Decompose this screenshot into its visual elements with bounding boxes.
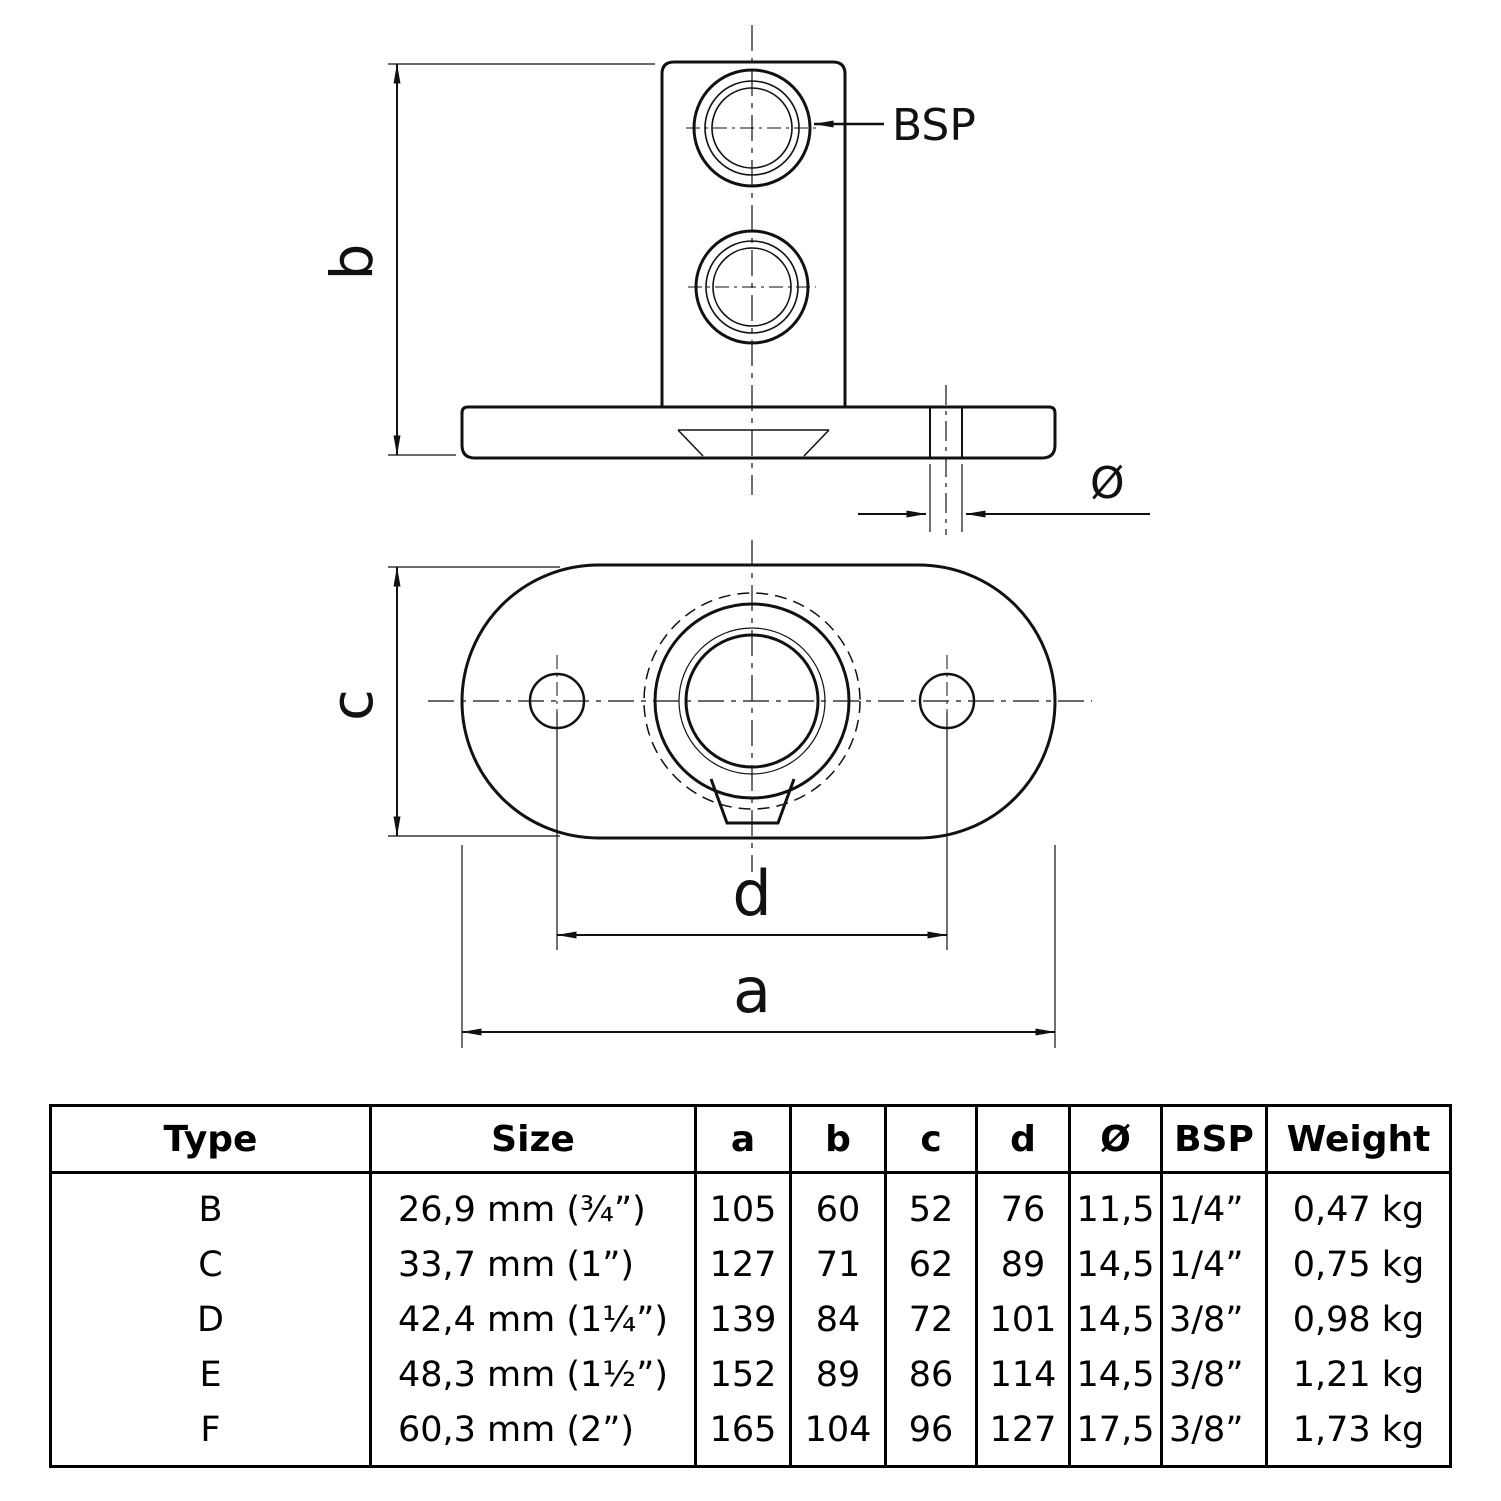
table-cell: 14,5 — [1068, 1347, 1163, 1402]
dim-diameter: Ø — [858, 458, 1150, 532]
table-cell: 14,5 — [1068, 1292, 1163, 1347]
table-cell: 3/8” — [1160, 1402, 1268, 1467]
boss-outer-circle — [653, 602, 851, 800]
table-cell: 1/4” — [1160, 1172, 1268, 1237]
table-cell: 165 — [694, 1402, 792, 1467]
table-cell: 105 — [694, 1172, 792, 1237]
table-cell: B — [49, 1172, 372, 1237]
table-cell: 3/8” — [1160, 1292, 1268, 1347]
col-header-diameter: Ø — [1068, 1104, 1163, 1174]
post-outline — [660, 60, 847, 407]
table-cell: 17,5 — [1068, 1402, 1163, 1467]
dim-b: b — [318, 63, 655, 456]
table-cell: 71 — [789, 1237, 887, 1292]
table-cell: 0,98 kg — [1265, 1292, 1452, 1347]
table-cell: 0,75 kg — [1265, 1237, 1452, 1292]
table-cell: 127 — [975, 1402, 1071, 1467]
boss-thread-circle — [678, 627, 826, 775]
boss-hidden-circle — [643, 592, 861, 810]
col-header-weight: Weight — [1265, 1104, 1452, 1174]
base-outline — [460, 405, 1057, 460]
setscrew-tab — [709, 778, 796, 825]
table-cell: 14,5 — [1068, 1237, 1163, 1292]
col-header-d: d — [975, 1104, 1071, 1174]
base-cavity-lines — [677, 429, 830, 457]
boss-bore-circle — [684, 633, 820, 769]
table-cell: 3/8” — [1160, 1347, 1268, 1402]
table-cell: 86 — [884, 1347, 978, 1402]
table-cell: 89 — [789, 1347, 887, 1402]
table-cell: 96 — [884, 1402, 978, 1467]
table-cell: 72 — [884, 1292, 978, 1347]
top-hole-inner — [711, 87, 793, 169]
dim-d: d — [556, 712, 948, 950]
table-cell: 104 — [789, 1402, 887, 1467]
table-cell: 11,5 — [1068, 1172, 1163, 1237]
col-header-b: b — [789, 1104, 887, 1174]
side-view — [460, 25, 1057, 535]
table-cell: 1/4” — [1160, 1237, 1268, 1292]
dim-dia-label: Ø — [1090, 458, 1125, 509]
table-header-row: Type Size a b c d Ø BSP Weight — [49, 1104, 1452, 1174]
col-header-a: a — [694, 1104, 792, 1174]
bsp-label: BSP — [892, 100, 976, 151]
table-cell: 89 — [975, 1237, 1071, 1292]
table-cell: 84 — [789, 1292, 887, 1347]
table-cell: E — [49, 1347, 372, 1402]
dim-b-label: b — [318, 244, 386, 281]
table-cell: 1,73 kg — [1265, 1402, 1452, 1467]
table-cell: F — [49, 1402, 372, 1467]
table-cell: 114 — [975, 1347, 1071, 1402]
table-cell: 42,4 mm (1¼”) — [369, 1292, 697, 1347]
table-cell: 48,3 mm (1½”) — [369, 1347, 697, 1402]
table-cell: 26,9 mm (¾”) — [369, 1172, 697, 1237]
table-cell: C — [49, 1237, 372, 1292]
table-cell: D — [49, 1292, 372, 1347]
table-cell: 139 — [694, 1292, 792, 1347]
dim-a: a — [461, 845, 1056, 1048]
table-cell: 101 — [975, 1292, 1071, 1347]
col-header-size: Size — [369, 1104, 697, 1174]
col-header-type: Type — [49, 1104, 372, 1174]
dim-d-label: d — [732, 857, 771, 930]
col-header-c: c — [884, 1104, 978, 1174]
table-cell: 33,7 mm (1”) — [369, 1237, 697, 1292]
table-cell: 60 — [789, 1172, 887, 1237]
bsp-callout: BSP — [813, 100, 976, 151]
table-cell: 127 — [694, 1237, 792, 1292]
table-cell: 76 — [975, 1172, 1071, 1237]
table-cell: 0,47 kg — [1265, 1172, 1452, 1237]
table-cell: 52 — [884, 1172, 978, 1237]
dim-c-label: c — [318, 689, 386, 721]
base-plate-outline — [460, 563, 1057, 840]
top-view — [428, 540, 1092, 872]
table-cell: 60,3 mm (2”) — [369, 1402, 697, 1467]
table-cell: 1,21 kg — [1265, 1347, 1452, 1402]
dim-a-label: a — [733, 954, 771, 1027]
table-cell: 62 — [884, 1237, 978, 1292]
col-header-bsp: BSP — [1160, 1104, 1268, 1174]
dim-c: c — [318, 566, 560, 837]
technical-drawing: BSP b Ø — [318, 25, 1150, 1048]
table-cell: 152 — [694, 1347, 792, 1402]
